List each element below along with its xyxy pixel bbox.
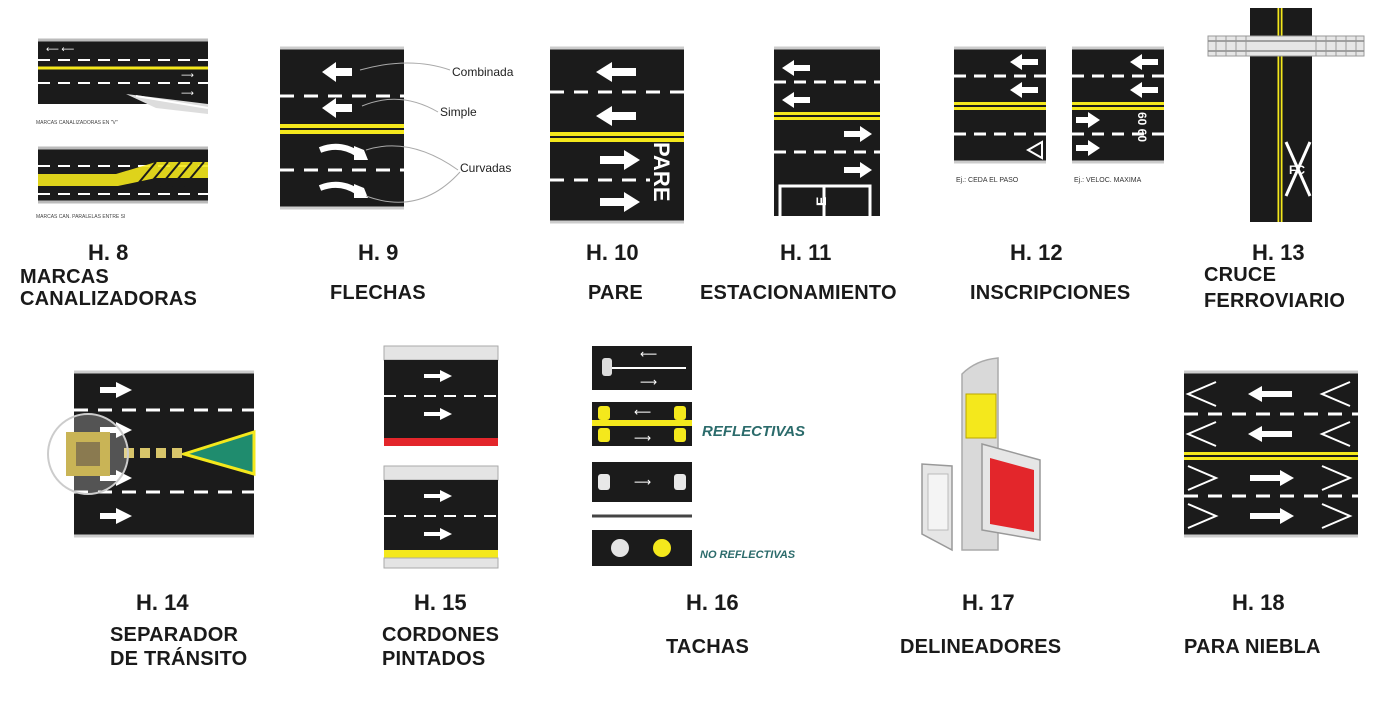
- h17-number: H. 17: [962, 590, 1015, 615]
- h9-illustration: Combinada Simple Curvadas: [280, 46, 514, 210]
- h15-illustration: [383, 345, 499, 569]
- h14-illustration: [47, 370, 256, 538]
- h13-number: H. 13: [1252, 240, 1305, 265]
- h16-illustration: ⟵ ⟶ ⟵ ⟶ ⟶ REFLECTIVAS NO REFLECTIVAS: [592, 346, 805, 566]
- h9-callout-curvadas: Curvadas: [460, 161, 511, 175]
- h9-callout-simple: Simple: [440, 105, 477, 119]
- svg-text:⟵ ⟵: ⟵ ⟵: [46, 44, 74, 54]
- h15-number: H. 15: [414, 590, 467, 615]
- h12-number: H. 12: [1010, 240, 1063, 265]
- h13-title-line2: FERROVIARIO: [1204, 290, 1346, 312]
- svg-text:⟶: ⟶: [181, 70, 194, 80]
- h11-illustration: E: [774, 46, 880, 216]
- svg-text:⟶: ⟶: [634, 431, 651, 445]
- h16-callout-reflectivas: REFLECTIVAS: [702, 423, 805, 440]
- svg-text:⟵: ⟵: [640, 347, 657, 361]
- h12-title: INSCRIPCIONES: [970, 282, 1131, 304]
- h16-number: H. 16: [686, 590, 739, 615]
- h11-title: ESTACIONAMIENTO: [700, 282, 897, 304]
- h9-number: H. 9: [358, 240, 399, 265]
- h15-title-line2: PINTADOS: [382, 648, 486, 670]
- h10-road-pare: PARE: [649, 142, 674, 202]
- svg-text:⟶: ⟶: [181, 88, 194, 98]
- h17-illustration: [921, 357, 1041, 552]
- svg-text:⟶: ⟶: [634, 475, 651, 489]
- h14-title-line1: SEPARADOR: [110, 624, 239, 646]
- h12-caption-ceda: Ej.: CEDA EL PASO: [956, 177, 1019, 184]
- h14-title-line2: DE TRÁNSITO: [110, 648, 248, 670]
- h16-title: TACHAS: [666, 636, 750, 658]
- h14-number: H. 14: [136, 590, 189, 615]
- h13-road-fc: FC: [1289, 163, 1305, 177]
- h9-callout-combinada: Combinada: [452, 65, 514, 79]
- svg-text:⟶: ⟶: [640, 375, 657, 389]
- h13-illustration: FC: [1207, 8, 1365, 222]
- h8-caption-v: MARCAS CANALIZADORAS EN "V": [36, 120, 118, 126]
- h12-road-speed: 60 60: [1135, 112, 1149, 142]
- h8-title-line2: CANALIZADORAS: [20, 288, 198, 310]
- h8-caption-parallel: MARCAS CAN. PARALELAS ENTRE SI: [36, 214, 125, 220]
- h10-number: H. 10: [586, 240, 639, 265]
- h10-illustration: PARE: [550, 46, 684, 224]
- h8-number: H. 8: [88, 240, 129, 265]
- h11-road-e: E: [813, 197, 829, 206]
- svg-text:⟵: ⟵: [634, 405, 651, 419]
- h10-title: PARE: [588, 282, 643, 304]
- h11-number: H. 11: [780, 240, 832, 265]
- h18-number: H. 18: [1232, 590, 1285, 615]
- h15-title-line1: CORDONES: [382, 624, 500, 646]
- h16-callout-no-reflectivas: NO REFLECTIVAS: [700, 549, 796, 561]
- h13-title-line1: CRUCE: [1204, 264, 1277, 286]
- h12-illustration: 60 60 Ej.: CEDA EL PASO Ej.: VELOC. MAXI…: [954, 46, 1164, 184]
- h12-caption-veloc: Ej.: VELOC. MAXIMA: [1074, 177, 1142, 184]
- h8-title-line1: MARCAS: [20, 266, 109, 288]
- h8-illustration: ⟵ ⟵ ⟶ ⟶ MARCAS CANALIZADORAS EN "V" MARC…: [36, 38, 209, 220]
- h18-illustration: [1184, 370, 1358, 538]
- h17-title: DELINEADORES: [900, 636, 1062, 658]
- h18-title: PARA NIEBLA: [1184, 636, 1321, 658]
- h9-title: FLECHAS: [330, 282, 426, 304]
